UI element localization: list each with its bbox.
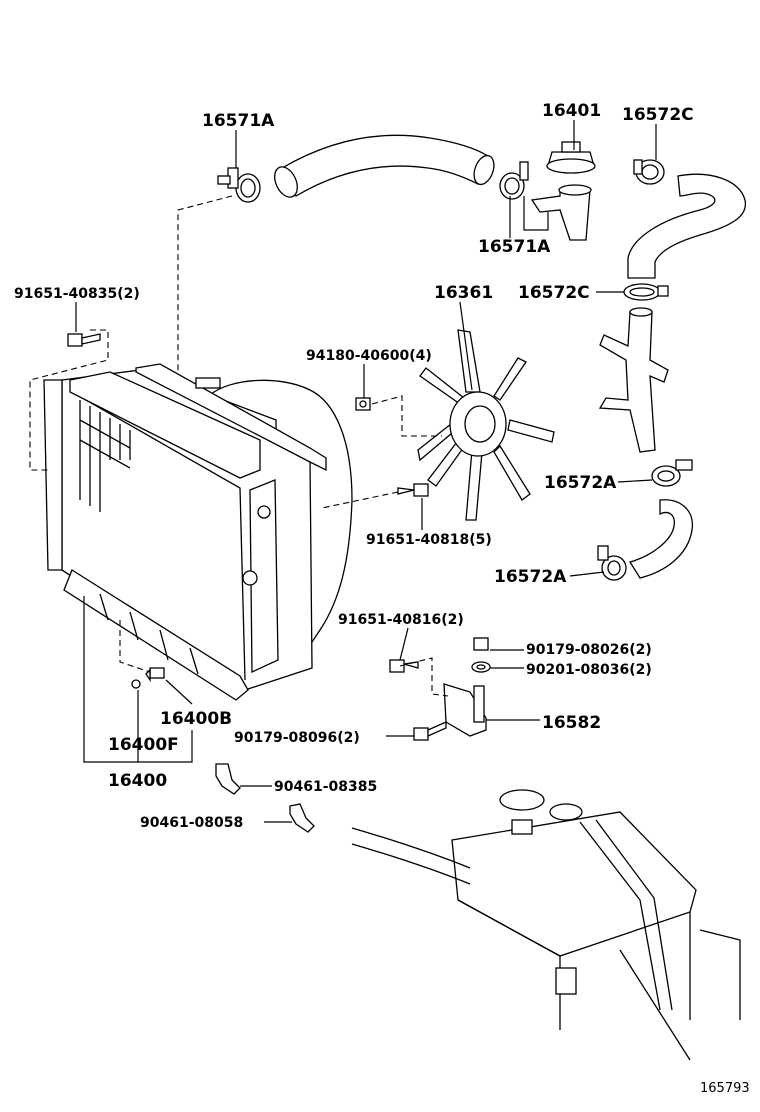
- bolt-91651-40816[interactable]: [389, 659, 419, 673]
- bolt-91651-40818[interactable]: [397, 483, 429, 497]
- label-16571A-mid: 16571A: [478, 237, 551, 257]
- radiator-cap[interactable]: [546, 141, 596, 174]
- reservoir-tank[interactable]: [351, 789, 741, 1061]
- label-16582: 16582: [542, 713, 601, 733]
- lower-hose-upper[interactable]: [627, 173, 747, 279]
- label-94180-40600: 94180-40600(4): [306, 348, 432, 364]
- radiator[interactable]: [43, 363, 353, 701]
- hose-clamp-mid[interactable]: [499, 161, 529, 200]
- label-16572C-mid: 16572C: [518, 283, 590, 303]
- nut-90179-08096[interactable]: [413, 720, 447, 741]
- clamp-90461-08058[interactable]: [289, 803, 315, 833]
- drain-cock[interactable]: [145, 667, 165, 683]
- label-90201-08036: 90201-08036(2): [526, 662, 652, 678]
- cooling-fan[interactable]: [417, 329, 555, 521]
- label-90461-08058: 90461-08058: [140, 815, 243, 831]
- nut-94180-40600[interactable]: [355, 397, 371, 411]
- clamp-16572A-upper[interactable]: [651, 459, 693, 487]
- clamp-16572A-lower[interactable]: [597, 545, 627, 581]
- label-91651-40818: 91651-40818(5): [366, 532, 492, 548]
- filler-neck[interactable]: [530, 184, 592, 241]
- label-16572A-upper: 16572A: [544, 473, 617, 493]
- bracket-16582[interactable]: [443, 683, 487, 737]
- water-pipe[interactable]: [598, 307, 669, 453]
- label-90461-08385: 90461-08385: [274, 779, 377, 795]
- label-91651-40835: 91651-40835(2): [14, 286, 140, 302]
- washer-90201-08036[interactable]: [471, 661, 491, 673]
- dashed-leaders: [29, 195, 449, 697]
- label-91651-40816: 91651-40816(2): [338, 612, 464, 628]
- clamp-16572C-mid[interactable]: [623, 283, 669, 301]
- label-90179-08096: 90179-08096(2): [234, 730, 360, 746]
- nut-90179-08026[interactable]: [473, 637, 489, 651]
- label-16401: 16401: [542, 101, 601, 121]
- clamp-16572C-top[interactable]: [633, 159, 665, 185]
- label-16400B: 16400B: [160, 709, 232, 729]
- leader-lines: [75, 120, 657, 823]
- label-16571A-top: 16571A: [202, 111, 275, 131]
- label-16400: 16400: [108, 771, 167, 791]
- upper-radiator-hose[interactable]: [270, 134, 497, 200]
- reference-number: 165793: [700, 1081, 750, 1096]
- clamp-90461-08385[interactable]: [215, 763, 241, 795]
- label-90179-08026: 90179-08026(2): [526, 642, 652, 658]
- bolt-91651-40835[interactable]: [67, 333, 101, 347]
- label-16361: 16361: [434, 283, 493, 303]
- label-16572C-top: 16572C: [622, 105, 694, 125]
- hose-clamp-top[interactable]: [217, 167, 261, 203]
- drain-gasket[interactable]: [131, 679, 141, 689]
- label-16400F: 16400F: [108, 735, 179, 755]
- label-16572A-lower: 16572A: [494, 567, 567, 587]
- lower-hose[interactable]: [628, 499, 693, 579]
